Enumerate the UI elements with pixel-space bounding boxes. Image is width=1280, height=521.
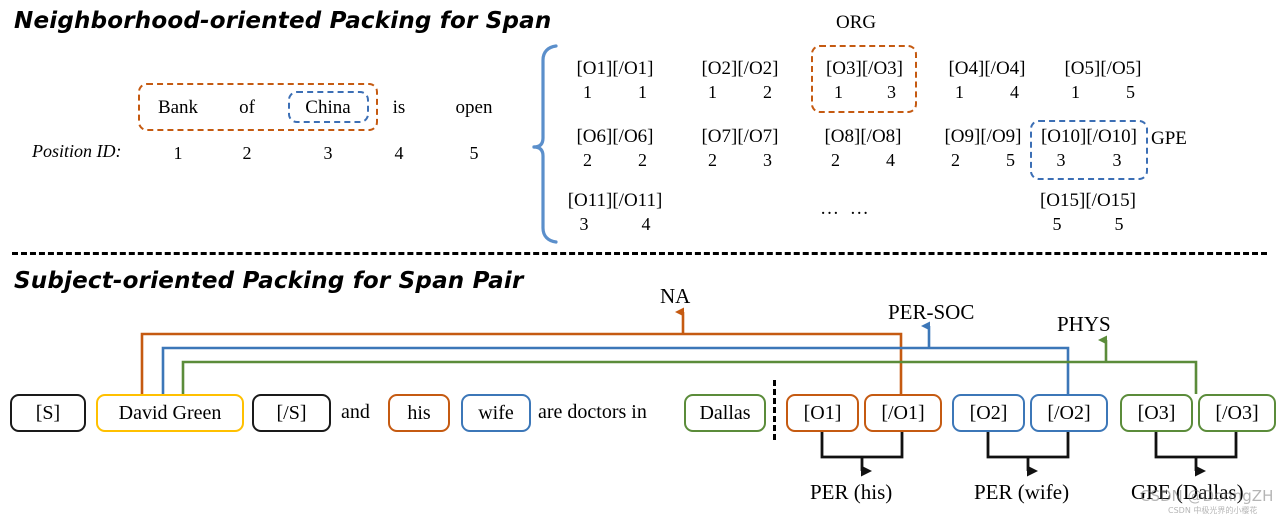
grid-pos-a: 1 <box>1071 82 1080 102</box>
sentence-token-3: is <box>392 97 406 118</box>
relation-connector-na <box>140 307 903 394</box>
entity-label-gpe-dallas: GPE (Dallas) <box>1131 480 1244 504</box>
grid-marker-pair: [O8][/O8] <box>824 126 902 147</box>
token-box-his[interactable]: his <box>388 394 450 432</box>
grid-pos-a: 2 <box>583 150 592 170</box>
relation-connector-phys <box>181 335 1198 394</box>
watermark-line-1: CSDN @DonngZH <box>1140 487 1274 505</box>
token-box-o1-close[interactable]: [/O1] <box>864 394 942 432</box>
span-highlight-bank-of-china <box>138 83 378 131</box>
grid-marker-pair: [O10][/O10] <box>1040 126 1138 147</box>
position-id-0: 1 <box>173 143 183 163</box>
token-word-and: and <box>341 401 370 423</box>
grid-marker-pair: [O3][/O3] <box>825 58 904 79</box>
sentence-marker-separator <box>773 380 776 440</box>
span-highlight-china <box>288 91 369 123</box>
grid-pos-b: 4 <box>886 150 895 170</box>
grid-pos-a: 5 <box>1052 214 1062 234</box>
position-id-1: 2 <box>242 143 252 163</box>
token-box-david-green[interactable]: David Green <box>96 394 244 432</box>
token-box-o2-open[interactable]: [O2] <box>952 394 1025 432</box>
grid-pos-a: 3 <box>1056 150 1066 170</box>
grid-pos-a: 3 <box>579 214 589 234</box>
grid-marker-pair: [O15][/O15] <box>1039 190 1137 211</box>
grid-highlight-org <box>811 45 917 113</box>
sentence-token-2: China <box>305 97 351 118</box>
relation-label-na: NA <box>660 284 691 308</box>
token-box-o1-open[interactable]: [O1] <box>786 394 859 432</box>
sentence-token-1: of <box>239 97 255 118</box>
token-box-o3-open[interactable]: [O3] <box>1120 394 1193 432</box>
token-box-s-open[interactable]: [S] <box>10 394 86 432</box>
grid-pos-a: 1 <box>955 82 964 102</box>
grid-marker-pair: [O4][/O4] <box>948 58 1026 79</box>
grid-marker-pair: [O5][/O5] <box>1064 58 1142 79</box>
grid-brace-icon <box>532 44 558 244</box>
section-divider <box>12 252 1267 255</box>
position-id-3: 4 <box>394 143 404 163</box>
grid-pos-a: 2 <box>951 150 960 170</box>
grid-pos-b: 4 <box>1010 82 1019 102</box>
grid-pos-b: 3 <box>887 82 896 102</box>
section-title-neighborhood: Neighborhood-oriented Packing for Span <box>14 8 552 34</box>
relation-label-phys: PHYS <box>1057 312 1111 336</box>
grid-pos-b: 1 <box>638 82 647 102</box>
type-label-gpe: GPE <box>1151 128 1187 149</box>
sentence-token-0: Bank <box>157 97 199 118</box>
token-box-o3-close[interactable]: [/O3] <box>1198 394 1276 432</box>
entity-label-per-wife: PER (wife) <box>974 480 1070 504</box>
grid-pos-a: 1 <box>834 82 843 102</box>
grid-marker-pair: [O11][/O11] <box>567 190 663 211</box>
grid-pos-b: 5 <box>1006 150 1015 170</box>
grid-pos-a: 2 <box>831 150 840 170</box>
token-box-s-close[interactable]: [/S] <box>252 394 331 432</box>
grid-marker-pair: [O2][/O2] <box>701 58 779 79</box>
relation-label-per-soc: PER-SOC <box>888 300 975 324</box>
entity-label-per-his: PER (his) <box>810 480 893 504</box>
token-box-wife[interactable]: wife <box>461 394 531 432</box>
section-title-subject: Subject-oriented Packing for Span Pair <box>14 268 524 294</box>
grid-highlight-gpe <box>1030 120 1148 180</box>
entity-connector-per-wife <box>986 432 1070 477</box>
watermark-line-2: CSDN 中极光界的小樱花 <box>1168 506 1258 515</box>
grid-marker-pair: [O7][/O7] <box>701 126 779 147</box>
token-box-dallas[interactable]: Dallas <box>684 394 766 432</box>
grid-pos-b: 5 <box>1126 82 1135 102</box>
grid-pos-b: 3 <box>1112 150 1122 170</box>
grid-pos-b: 3 <box>763 150 772 170</box>
position-id-2: 3 <box>323 143 333 163</box>
grid-pos-b: 2 <box>638 150 647 170</box>
grid-pos-b: 4 <box>641 214 651 234</box>
token-box-o2-close[interactable]: [/O2] <box>1030 394 1108 432</box>
grid-marker-pair: [O9][/O9] <box>944 126 1022 147</box>
position-id-label: Position ID: <box>32 141 122 161</box>
position-id-4: 5 <box>469 143 479 163</box>
grid-pos-a: 1 <box>583 82 592 102</box>
relation-connector-per-soc <box>161 321 1070 394</box>
token-word-are-doctors-in: are doctors in <box>538 401 647 423</box>
grid-marker-pair: [O6][/O6] <box>576 126 654 147</box>
sentence-token-4: open <box>455 97 493 118</box>
grid-ellipsis: … … <box>820 198 872 219</box>
type-label-org: ORG <box>836 12 877 33</box>
grid-marker-pair: [O1][/O1] <box>576 58 654 79</box>
entity-connector-per-his <box>820 432 904 477</box>
grid-pos-a: 2 <box>708 150 717 170</box>
grid-pos-b: 5 <box>1114 214 1124 234</box>
grid-pos-b: 2 <box>763 82 772 102</box>
grid-pos-a: 1 <box>708 82 717 102</box>
entity-connector-gpe-dallas <box>1154 432 1238 477</box>
